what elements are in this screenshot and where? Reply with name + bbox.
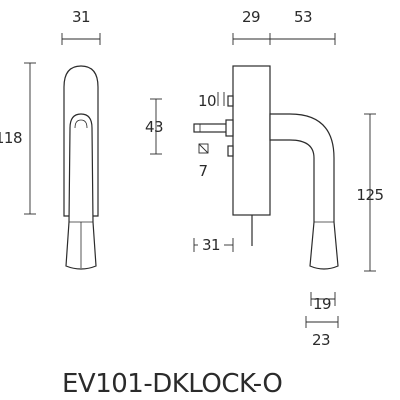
dim-spindle-length: 31 [193, 236, 234, 254]
dim-spindle-offset-label: 10 [198, 92, 216, 110]
dim-front-height-label: 118 [0, 129, 22, 147]
model-code: EV101-DKLOCK-O [62, 369, 282, 399]
dim-grip-tip-label: 19 [313, 295, 331, 313]
dim-handle-height-label: 125 [356, 186, 383, 204]
side-lever [269, 113, 339, 270]
front-lever [65, 113, 97, 270]
dim-front-height: 118 [0, 62, 36, 215]
side-view: 29 53 43 10 7 [145, 8, 384, 349]
front-view: 31 118 [0, 8, 101, 270]
dim-spindle-length-label: 31 [202, 236, 220, 254]
dim-front-width-label: 31 [72, 8, 90, 26]
dim-grip-width: 23 [305, 316, 339, 349]
dim-front-width: 31 [61, 8, 101, 45]
dim-top: 29 53 [232, 8, 336, 45]
dim-spindle-spacing-label: 43 [145, 118, 163, 136]
side-base-plate [232, 65, 271, 216]
dim-handle-projection-label: 53 [294, 8, 312, 26]
dim-square-spindle-label: 7 [198, 162, 207, 180]
dim-grip-width-label: 23 [312, 331, 330, 349]
square-spindle-icon: 7 [198, 143, 209, 180]
dim-base-depth-label: 29 [242, 8, 260, 26]
dim-grip-tip: 19 [310, 292, 336, 313]
side-spindle [193, 119, 234, 137]
dim-spindle-offset: 10 [198, 92, 225, 110]
dim-spindle-spacing: 43 [145, 98, 164, 155]
dim-handle-height: 125 [356, 113, 384, 272]
